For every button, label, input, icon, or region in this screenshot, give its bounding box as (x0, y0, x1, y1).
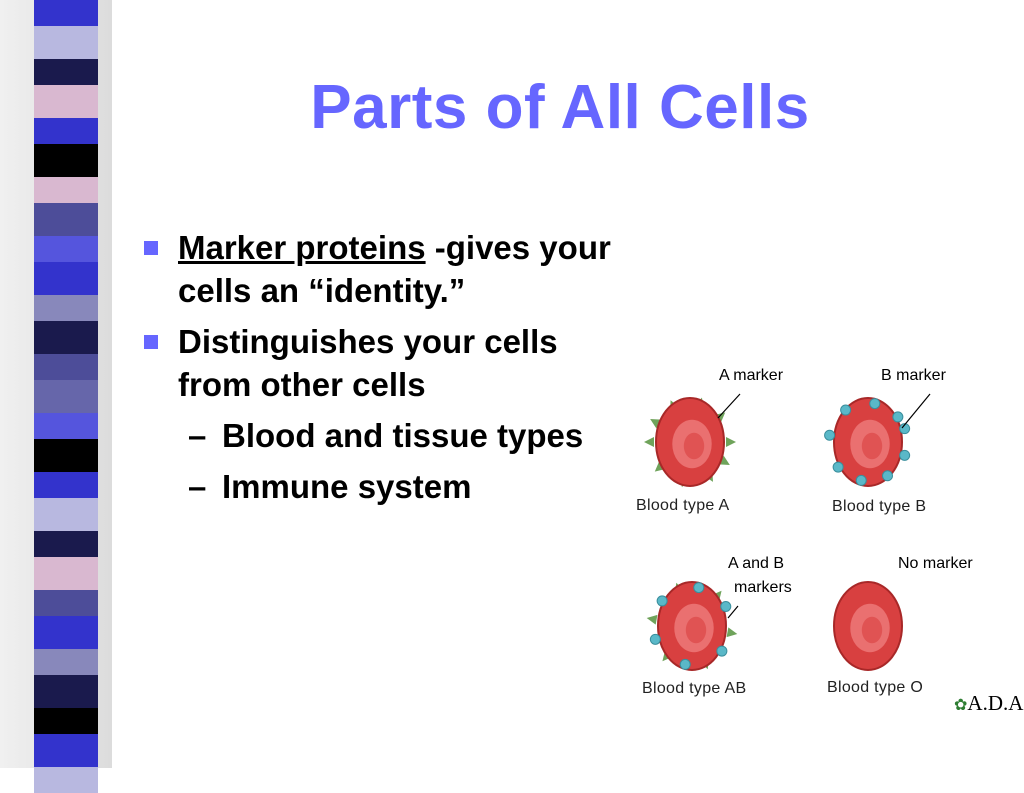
adam-logo: ✿A.D.A.M. (954, 691, 1024, 716)
decorative-stripe (0, 0, 112, 793)
leaf-icon: ✿ (954, 697, 968, 714)
stripe-band (34, 380, 98, 413)
ab-b-marker-dot (649, 633, 661, 645)
sub-bullet-item-blood-types: – Blood and tissue types (140, 414, 640, 457)
label-ab-markers-line1: A and B (728, 555, 785, 572)
ab-a-marker-spike (726, 627, 738, 638)
ab-b-marker-dot (720, 601, 732, 612)
stripe-band (34, 262, 98, 295)
ab-b-marker-dot (693, 582, 705, 594)
ab-a-marker-spike (646, 614, 658, 625)
stripe-band (34, 118, 98, 144)
red-cell-type-b-dimple (861, 432, 883, 460)
stripe-band (34, 649, 98, 675)
sub-bullet-text: Immune system (222, 468, 472, 505)
stripe-band (34, 590, 98, 616)
blood-type-diagram: A marker B marker A and B markers No mar… (620, 356, 1024, 728)
stripe-band (34, 472, 98, 498)
bullet-item-distinguishes: Distinguishes your cells from other cell… (140, 320, 640, 406)
blood-cells-illustration (644, 393, 931, 671)
stripe-band (34, 321, 98, 354)
stripe-band (34, 354, 98, 380)
b-marker-dot (855, 474, 867, 486)
bullet-term: Marker proteins (178, 229, 426, 266)
ab-marker-pointer (727, 605, 739, 619)
stripe-band (34, 177, 98, 203)
b-marker-dot (824, 429, 836, 441)
stripe-band (34, 439, 98, 472)
square-bullet-icon (144, 335, 158, 349)
stripe-band (34, 767, 98, 793)
red-cell-type-a-dimple (683, 432, 705, 460)
bullet-text: -gives your cells an “identity.” (178, 229, 611, 309)
stripe-band (34, 708, 98, 734)
dash-bullet: – (188, 417, 207, 454)
b-marker-pointer (901, 393, 931, 429)
bullet-list: Marker proteins -gives your cells an “id… (140, 226, 640, 516)
label-a-marker: A marker (719, 367, 784, 384)
b-marker-dot (832, 461, 844, 473)
label-ab-markers-line2: markers (734, 579, 792, 596)
square-bullet-icon (144, 241, 158, 255)
b-marker-dot (892, 411, 904, 423)
sub-bullet-text: Blood and tissue types (222, 417, 584, 454)
b-marker-dot (899, 449, 911, 461)
stripe-band (34, 557, 98, 590)
stripe-band (34, 616, 98, 649)
a-marker-pointer (717, 393, 741, 419)
stripe-band (34, 413, 98, 439)
ab-b-marker-dot (679, 658, 691, 670)
stripe-band (34, 236, 98, 262)
label-b-marker: B marker (881, 367, 946, 384)
stripe-band (34, 734, 98, 767)
sub-bullet-item-immune: – Immune system (140, 465, 640, 508)
stripe-band (34, 59, 98, 85)
ab-b-marker-dot (656, 595, 668, 607)
stripe-band (34, 0, 98, 26)
stripe-band (34, 295, 98, 321)
brand-text: A.D.A.M. (967, 691, 1024, 715)
bullet-item-marker-proteins: Marker proteins -gives your cells an “id… (140, 226, 640, 312)
b-marker-dot (869, 398, 881, 410)
stripe-band (34, 85, 98, 118)
stripe-band (34, 675, 98, 708)
red-cell-type-o-dimple (861, 616, 883, 644)
b-marker-dot (840, 404, 852, 416)
a-marker-spike (644, 437, 654, 447)
a-marker-spike (718, 455, 730, 465)
stripe-band (34, 26, 98, 59)
label-no-marker: No marker (898, 555, 973, 572)
b-marker-dot (882, 470, 893, 482)
caption-blood-type-b: Blood type B (832, 498, 927, 515)
a-marker-spike (650, 419, 662, 429)
b-marker-dot (899, 423, 911, 435)
caption-blood-type-o: Blood type O (827, 679, 924, 696)
a-marker-spike (726, 437, 736, 447)
ab-b-marker-dot (716, 645, 728, 657)
stripe-band (34, 531, 98, 557)
slide-title: Parts of All Cells (310, 73, 810, 142)
caption-blood-type-a: Blood type A (636, 497, 730, 514)
stripe-band (34, 144, 98, 177)
stripe-band (34, 498, 98, 531)
caption-blood-type-ab: Blood type AB (642, 680, 747, 697)
red-cell-type-ab-dimple (685, 616, 707, 644)
dash-bullet: – (188, 468, 207, 505)
stripe-band (34, 203, 98, 236)
bullet-text: Distinguishes your cells from other cell… (178, 323, 558, 403)
